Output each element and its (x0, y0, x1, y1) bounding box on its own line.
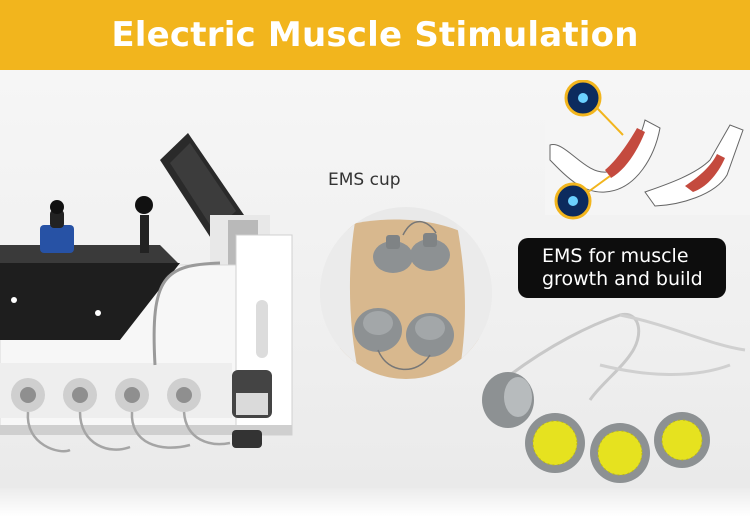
callout-line-2: growth and build (542, 268, 703, 290)
ems-callout-pill: EMS for muscle growth and build (518, 238, 726, 298)
title-banner: Electric Muscle Stimulation (0, 0, 750, 70)
callout-line-1: EMS for muscle (542, 245, 689, 267)
ems-cup-label: EMS cup (328, 170, 401, 190)
ems-machine-illustration (0, 133, 293, 453)
ems-pad-cups-illustration (482, 312, 746, 483)
ems-cup-circle-photo (320, 207, 492, 379)
floor-reflection (0, 488, 750, 517)
banner-title: Electric Muscle Stimulation (111, 15, 639, 55)
arm-muscle-illustration (545, 80, 750, 220)
